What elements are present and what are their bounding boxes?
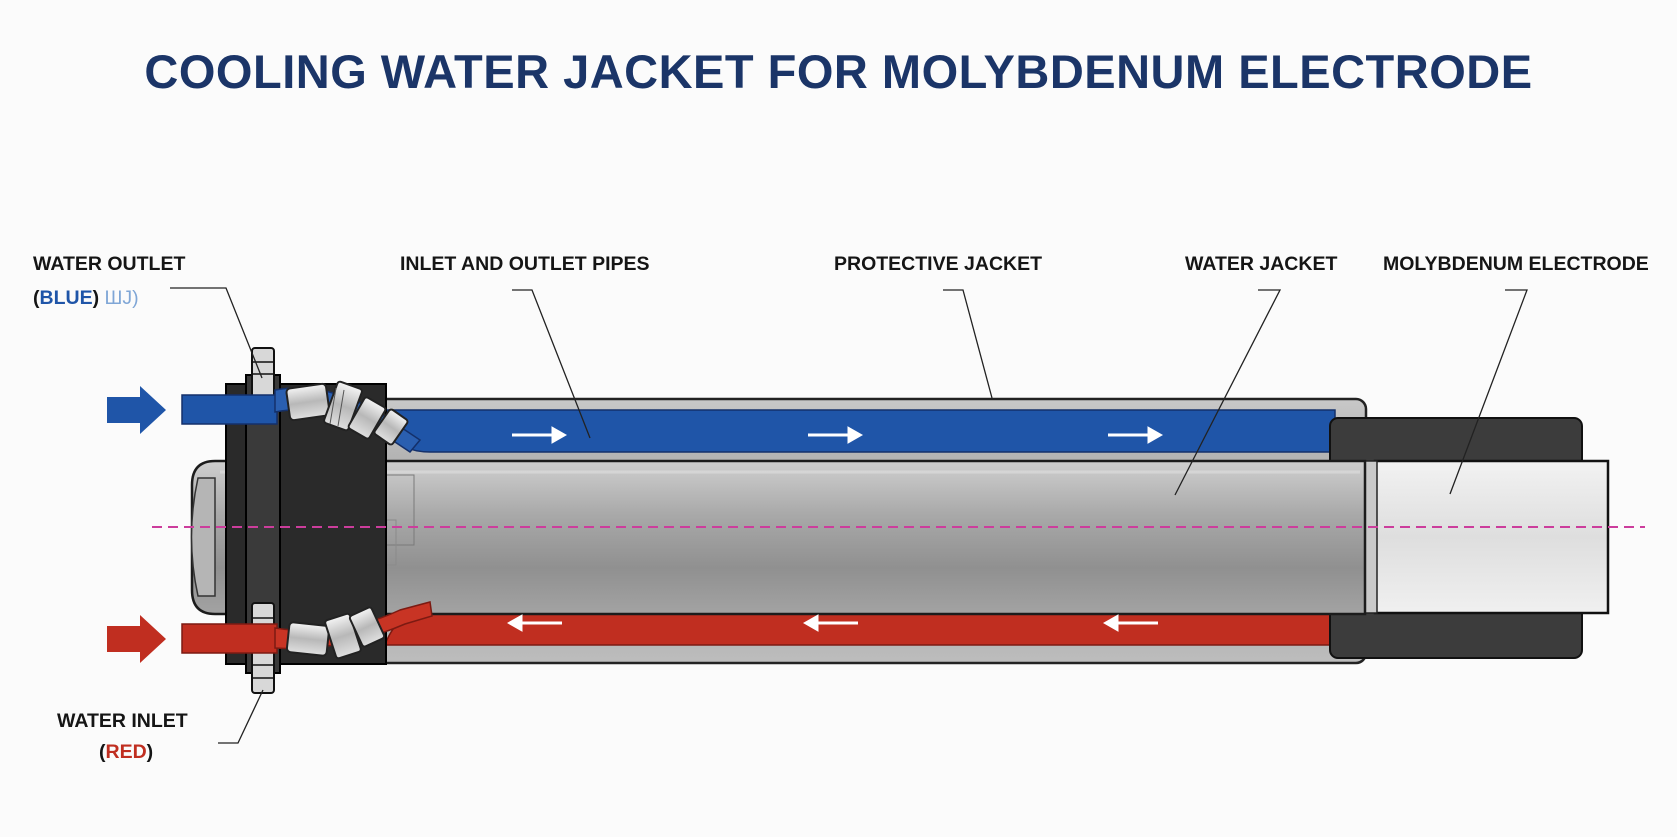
label-water-outlet-text: WATER OUTLET bbox=[33, 253, 186, 275]
label-red-word: RED bbox=[105, 741, 147, 763]
electrode-rod bbox=[190, 459, 1367, 616]
upper-flow-arrows bbox=[512, 426, 1164, 444]
label-water-inlet-color: (RED) bbox=[99, 741, 153, 764]
label-protective-jacket: PROTECTIVE JACKET bbox=[834, 253, 1043, 275]
outlet-water-channel bbox=[384, 409, 1336, 453]
rod-end-cap bbox=[190, 477, 216, 597]
inlet-flow-arrow bbox=[107, 615, 166, 663]
label-water-outlet: WATER OUTLET bbox=[33, 253, 185, 276]
label-water-inlet: WATER INLET bbox=[57, 710, 188, 733]
leader-water-inlet bbox=[218, 689, 264, 744]
paren-open: ( bbox=[99, 741, 106, 763]
leader-lines bbox=[170, 287, 1528, 744]
lower-flow-arrows bbox=[506, 614, 1158, 632]
label-water-jacket: WATER JACKET bbox=[1185, 253, 1338, 275]
label-water-outlet-color: (BLUE) ШJ) bbox=[33, 287, 139, 310]
left-arrow-icon bbox=[802, 614, 858, 632]
label-blue-word: BLUE bbox=[39, 287, 93, 309]
paren-close: ) bbox=[146, 741, 154, 763]
inlet-pipe-stub bbox=[181, 623, 278, 654]
leader-protective-jacket bbox=[943, 289, 993, 399]
paren-open: ( bbox=[33, 287, 40, 309]
label-molybdenum-electrode: MOLYBDENUM ELECTRODE bbox=[1383, 253, 1649, 275]
label-inlet-outlet-pipes: INLET AND OUTLET PIPES bbox=[400, 253, 650, 275]
outlet-fitting bbox=[274, 380, 422, 453]
paren-close: ) bbox=[92, 287, 100, 309]
leader-inlet-outlet-pipes bbox=[512, 289, 591, 439]
leader-water-outlet bbox=[170, 287, 263, 379]
inlet-fitting bbox=[274, 601, 433, 660]
outlet-flow-arrow bbox=[107, 386, 166, 434]
left-arrow-icon bbox=[1102, 614, 1158, 632]
label-outlet-extra: ШJ) bbox=[104, 287, 139, 309]
diagram-title: COOLING WATER JACKET FOR MOLYBDENUM ELEC… bbox=[144, 45, 1533, 98]
left-arrow-icon bbox=[506, 614, 562, 632]
right-arrow-icon bbox=[1108, 426, 1164, 444]
label-water-inlet-text: WATER INLET bbox=[57, 710, 188, 732]
right-arrow-icon bbox=[808, 426, 864, 444]
outlet-pipe-stub bbox=[181, 394, 278, 425]
molybdenum-electrode-tip bbox=[1373, 459, 1610, 615]
leader-water-jacket bbox=[1174, 289, 1282, 496]
leader-molybdenum-electrode bbox=[1449, 289, 1528, 495]
right-arrow-icon bbox=[512, 426, 568, 444]
